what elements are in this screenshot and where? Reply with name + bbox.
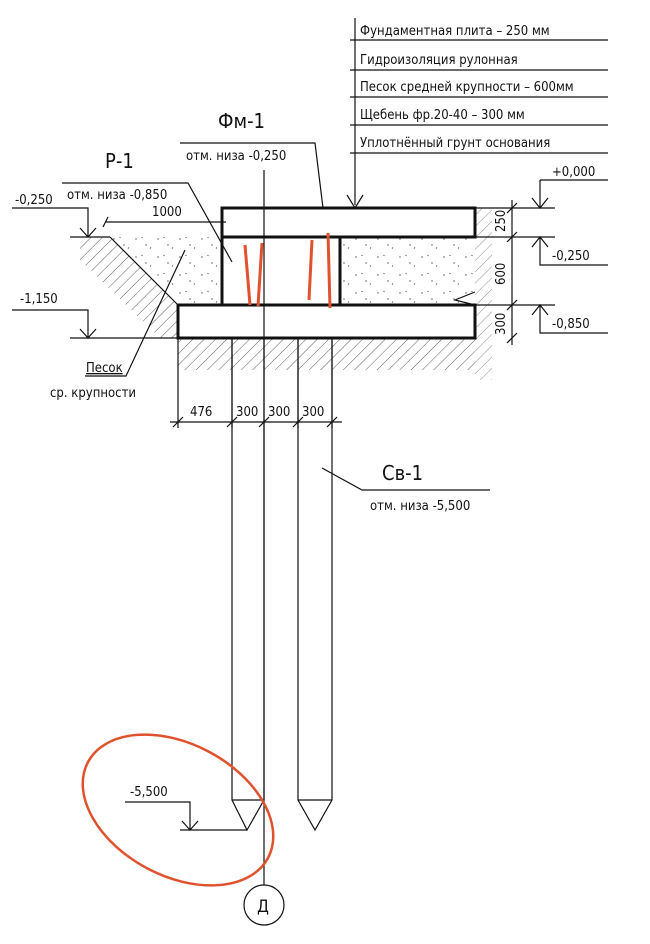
foundation-slab (220, 206, 477, 239)
p1-title: Р-1 (105, 149, 134, 173)
dim-250: 250 (494, 210, 509, 232)
rebar (243, 232, 332, 309)
sand-label-2: ср. крупности (50, 386, 136, 401)
p1-bottom: отм. низа -0,850 (67, 188, 167, 203)
dim-300: 300 (494, 313, 509, 335)
layer-legend: Фундаментная плита – 250 мм Гидроизоляци… (346, 18, 608, 210)
sand-fill-left (110, 237, 222, 305)
level-pile-tip: -5,500 (130, 785, 168, 800)
dim-300-c: 300 (302, 405, 324, 420)
layer-4: Щебень фр.20-40 – 300 мм (360, 108, 525, 123)
crushed-stone-base (176, 303, 477, 340)
vertical-dimensions: 250 600 300 (475, 200, 555, 345)
level-left-0250: -0,250 (15, 193, 53, 208)
pile-2 (297, 338, 333, 832)
highlight-ellipse (81, 733, 275, 887)
p1-width: 1000 (152, 205, 182, 220)
dim-300-b: 300 (268, 405, 290, 420)
level-right-0250: -0,250 (552, 249, 590, 264)
layer-2: Гидроизоляция рулонная (360, 53, 518, 68)
sv1-bottom: отм. низа -5,500 (370, 499, 470, 514)
fm1-title: Фм-1 (218, 109, 265, 133)
axis-label: Д (257, 897, 269, 917)
dim-600: 600 (494, 263, 509, 285)
layer-1: Фундаментная плита – 250 мм (360, 24, 550, 39)
dim-300-a: 300 (236, 405, 258, 420)
grillage-wall (220, 235, 342, 307)
axis-marker (243, 884, 285, 926)
horizontal-dimensions: 476 300 300 300 (170, 338, 342, 428)
sand-label-1: Песок (86, 361, 123, 376)
layer-3: Песок средней крупности – 600мм (360, 80, 574, 95)
fm1-bottom: отм. низа -0,250 (186, 149, 286, 164)
sand-fill-right (340, 237, 475, 305)
ground (80, 208, 492, 380)
level-left-1150: -1,150 (20, 292, 58, 307)
level-top: +0,000 (552, 165, 595, 180)
dim-476: 476 (190, 405, 212, 420)
sv1-title: Св-1 (382, 461, 423, 485)
layer-5: Уплотнённый грунт основания (360, 136, 550, 151)
level-right-0850: -0,850 (552, 317, 590, 332)
